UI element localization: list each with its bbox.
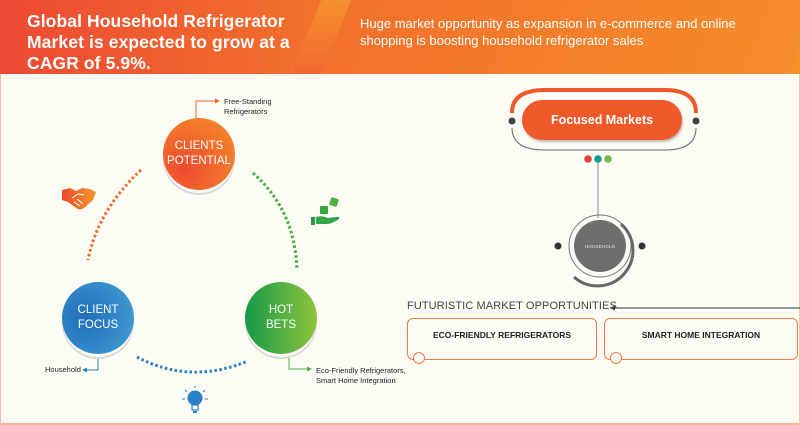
client-focus-node[interactable]: CLIENT FOCUS — [62, 282, 134, 354]
client-focus-annotation: Household — [45, 365, 81, 375]
card-knob-icon — [610, 352, 622, 364]
annotation-line: Smart Home Integration — [316, 376, 396, 385]
focused-markets-frame — [508, 88, 700, 151]
hand-with-dice-icon — [311, 197, 340, 225]
opportunities-title: FUTURISTIC MARKET OPPORTUNITIES — [407, 300, 617, 312]
hot-bets-node[interactable]: HOT BETS — [245, 282, 317, 354]
header-title: Global Household Refrigerator Market is … — [27, 11, 290, 73]
indicator-dot-red — [584, 155, 592, 163]
client-focus-connector — [82, 356, 99, 373]
header-banner: Global Household Refrigerator Market is … — [0, 0, 800, 74]
header-subtitle: Huge market opportunity as expansion in … — [360, 16, 736, 48]
opportunity-card-label: ECO-FRIENDLY REFRIGERATORS — [432, 330, 572, 340]
green-dotted-arc — [252, 171, 299, 271]
client-focus-label-1: CLIENT — [77, 304, 119, 316]
lightbulb-icon — [182, 386, 208, 413]
hot-bets-annotation: Eco-Friendly Refrigerators, Smart Home I… — [316, 366, 406, 386]
clients-potential-node[interactable]: CLIENTS POTENTIAL — [163, 118, 235, 190]
blue-dotted-arc — [136, 355, 249, 374]
clients-potential-label-1: CLIENTS — [174, 140, 224, 152]
hot-bets-connector — [288, 356, 312, 372]
opportunity-card-label: SMART HOME INTEGRATION — [641, 330, 761, 340]
indicator-dot-green — [604, 155, 612, 163]
handshake-icon — [62, 188, 96, 210]
annotation-line: Free-Standing — [224, 97, 272, 106]
clients-potential-annotation: Free-Standing Refrigerators — [224, 97, 272, 117]
annotation-line: Household — [45, 365, 81, 374]
annotation-line: Refrigerators — [224, 107, 268, 116]
opportunity-card-smart-home[interactable]: SMART HOME INTEGRATION — [604, 318, 798, 364]
orange-dotted-arc — [86, 168, 143, 261]
client-focus-label-2: FOCUS — [77, 319, 119, 331]
annotation-line: Eco-Friendly Refrigerators, — [316, 366, 406, 375]
hot-bets-label-1: HOT — [268, 304, 294, 316]
hot-bets-label-2: BETS — [265, 319, 297, 331]
card-knob-icon — [413, 352, 425, 364]
focused-markets-button[interactable]: Focused Markets — [522, 100, 682, 140]
household-center-node[interactable]: HOUSEHOLD — [574, 220, 626, 272]
clients-potential-connector — [195, 98, 220, 118]
indicator-dot-teal — [594, 155, 602, 163]
household-ring — [554, 214, 646, 288]
opportunity-card-eco-friendly[interactable]: ECO-FRIENDLY REFRIGERATORS — [407, 318, 597, 364]
clients-potential-label-2: POTENTIAL — [167, 155, 231, 167]
